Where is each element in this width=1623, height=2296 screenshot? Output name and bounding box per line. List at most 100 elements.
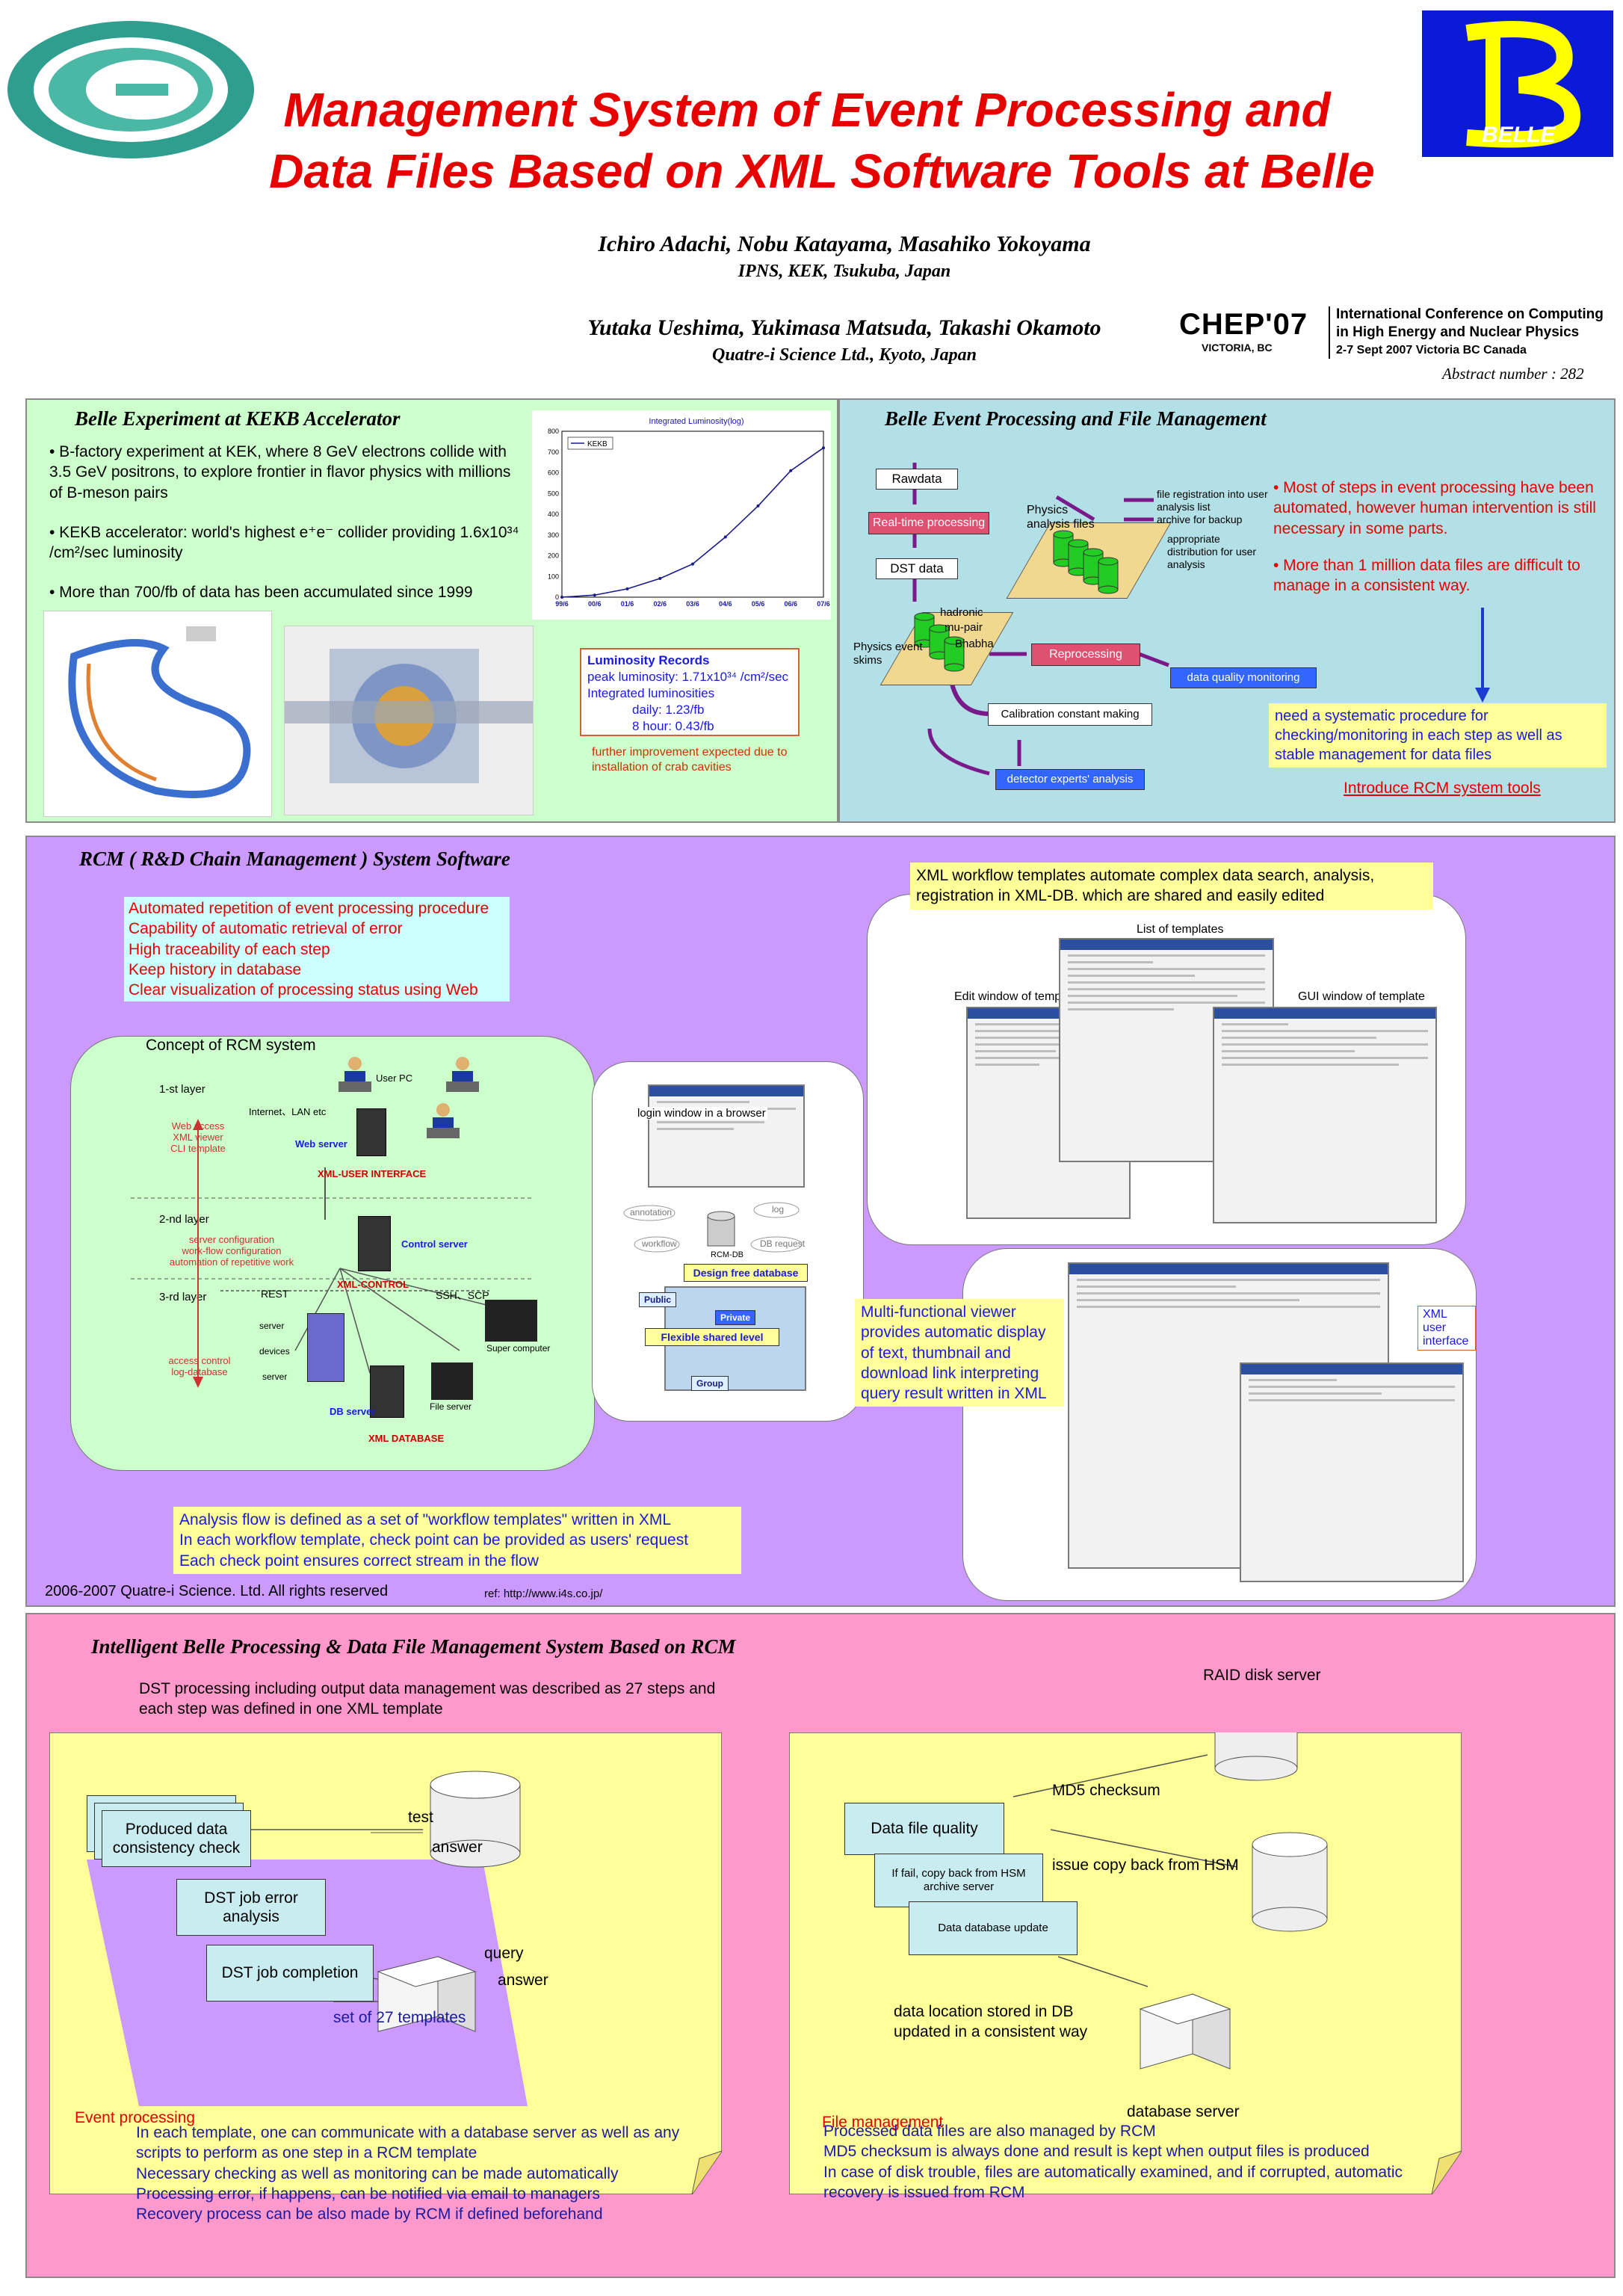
md5-label: MD5 checksum xyxy=(1052,1782,1160,1799)
control-server-label: Control server xyxy=(401,1238,468,1250)
issue-copy-label: issue copy back from HSM xyxy=(1052,1857,1239,1874)
y-tick-label: 700 xyxy=(548,448,559,456)
server-label-1: server xyxy=(259,1321,285,1331)
concept-title: Concept of RCM system xyxy=(146,1037,316,1054)
workflow-label: workflow xyxy=(642,1238,677,1249)
copy-back-box: If fail, copy back from HSM archive serv… xyxy=(874,1854,1043,1907)
web-access-label: Web access XML viewer CLI template xyxy=(170,1120,226,1154)
archive-label: archive for backup xyxy=(1157,513,1243,525)
y-tick-label: 600 xyxy=(548,469,559,477)
y-tick-label: 500 xyxy=(548,490,559,497)
y-tick-label: 100 xyxy=(548,573,559,580)
data-point xyxy=(560,596,563,599)
panel4-title: Intelligent Belle Processing & Data File… xyxy=(91,1635,736,1658)
template-error-analysis: DST job error analysis xyxy=(176,1879,326,1936)
devices-label: devices xyxy=(259,1346,290,1357)
data-quality-box: data quality monitoring xyxy=(1170,667,1317,688)
answer-label-2: answer xyxy=(498,1972,548,1989)
db-server-icon xyxy=(370,1365,404,1418)
data-point xyxy=(723,535,727,539)
mupair-label: mu-pair xyxy=(945,621,983,634)
abstract-number: Abstract number : 282 xyxy=(1442,365,1584,383)
feature-4: Keep history in database xyxy=(129,960,302,978)
layer-3-label: 3-rd layer xyxy=(159,1291,207,1303)
file-management-label: File management xyxy=(822,2114,944,2131)
login-window-label: login window in a browser xyxy=(636,1107,767,1120)
event-processing-box: Produced data consistency check DST job … xyxy=(49,1732,723,2195)
xml-workflow-box: XML workflow templates automate complex … xyxy=(910,862,1433,910)
records-daily: daily: 1.23/fb xyxy=(632,703,705,718)
public-label: Public xyxy=(639,1292,676,1307)
data-point xyxy=(822,446,825,450)
reprocessing-box: Reprocessing xyxy=(1031,644,1140,666)
detector-analysis-box: detector experts' analysis xyxy=(995,769,1145,790)
chart-series-line-kekb xyxy=(561,447,824,598)
panel1-bullet-3: • More than 700/fb of data has been accu… xyxy=(49,584,473,601)
rcm-concept-diagram: Concept of RCM system 1-st layer 2-nd la… xyxy=(70,1036,595,1471)
x-tick-label: 06/6 xyxy=(784,600,797,608)
annotation-label: annotation xyxy=(630,1207,673,1218)
panel-event-processing: Belle Event Processing and File Manageme… xyxy=(838,398,1616,823)
data-point xyxy=(789,469,793,472)
realtime-processing-box: Real-time processing xyxy=(868,512,989,534)
file-management-box: Data file quality If fail, copy back fro… xyxy=(788,1690,1462,2195)
panel-belle-experiment: Belle Experiment at KEKB Accelerator • B… xyxy=(25,398,838,823)
xml-user-interface-label: XML-USER INTERFACE xyxy=(318,1168,427,1179)
physics-analysis-files-label: Physics analysis files xyxy=(1027,504,1095,531)
x-tick-label: 01/6 xyxy=(621,600,634,608)
luminosity-chart-svg: Integrated Luminosity(log) KEKB 01002003… xyxy=(548,417,830,608)
distribution-label: appropriate distribution for user analys… xyxy=(1167,533,1257,570)
web-server-label: Web server xyxy=(295,1138,347,1149)
rcm-db-diagram xyxy=(623,1202,803,1253)
event-processing-notes: In each template, one can communicate wi… xyxy=(136,2124,680,2224)
list-templates-label: List of templates xyxy=(1137,923,1224,936)
user-pc-icon-3 xyxy=(422,1101,464,1143)
xml-database-label: XML DATABASE xyxy=(368,1433,445,1444)
template-job-completion: DST job completion xyxy=(206,1945,374,2002)
chep-logo-text: CHEP'07 xyxy=(1179,308,1308,341)
x-tick-label: 05/6 xyxy=(752,600,765,608)
design-free-label: Design free database xyxy=(684,1264,808,1282)
db-server-label: DB server xyxy=(330,1406,376,1417)
rest-label: REST xyxy=(261,1288,289,1300)
x-tick-label: 03/6 xyxy=(686,600,699,608)
web-server-icon xyxy=(356,1108,386,1156)
set-of-27-label: set of 27 templates xyxy=(333,2009,466,2026)
log-label: log xyxy=(772,1204,785,1215)
gui-window-label: GUI window of template xyxy=(1298,990,1425,1003)
records-integrated: Integrated luminosities xyxy=(587,686,715,701)
data-point xyxy=(593,593,596,597)
y-tick-label: 0 xyxy=(555,593,559,601)
db-server-label-4: database server xyxy=(1127,2103,1240,2120)
feature-5: Clear visualization of processing status… xyxy=(129,981,478,999)
file-management-notes: Processed data files are also managed by… xyxy=(823,2123,1403,2201)
feature-list: Automated repetition of event processing… xyxy=(124,897,510,1002)
file-server-label: File server xyxy=(430,1401,472,1412)
crab-cavity-note: further improvement expected due to inst… xyxy=(592,746,788,774)
introduce-rcm-link[interactable]: Introduce RCM system tools xyxy=(1344,780,1541,797)
x-tick-label: 00/6 xyxy=(588,600,602,608)
viewer-description: Multi-functional viewer provides automat… xyxy=(855,1299,1064,1407)
chart-plot-frame xyxy=(561,430,824,598)
internet-label: Internet、LAN etc xyxy=(249,1106,327,1117)
data-file-quality-box: Data file quality xyxy=(844,1803,1004,1855)
belle-detector-image xyxy=(284,626,534,815)
chart-legend-box xyxy=(567,436,613,450)
event-processing-label: Event processing xyxy=(75,2109,196,2126)
y-tick-label: 200 xyxy=(548,552,559,560)
flexible-label: Flexible shared level xyxy=(645,1328,779,1346)
user-pc-label: User PC xyxy=(376,1073,413,1084)
layer-1-label: 1-st layer xyxy=(159,1083,205,1096)
feature-2: Capability of automatic retrieval of err… xyxy=(129,920,403,938)
chep-logo: CHEP'07 VICTORIA, BC xyxy=(1179,308,1329,360)
point-2: • More than 1 million data files are dif… xyxy=(1273,557,1580,595)
raid-label: RAID disk server xyxy=(1203,1667,1321,1684)
y-tick-label: 300 xyxy=(548,531,559,539)
x-tick-label: 04/6 xyxy=(719,600,732,608)
bhabha-label: Bhabha xyxy=(955,638,994,650)
physics-files-cylinders xyxy=(1046,527,1136,602)
rcm-db-label: RCM-DB xyxy=(711,1250,744,1259)
file-server-icon xyxy=(431,1363,473,1400)
reference-link[interactable]: ref: http://www.i4s.co.jp/ xyxy=(484,1587,603,1600)
conference-line-1: International Conference on Computing xyxy=(1336,306,1604,322)
